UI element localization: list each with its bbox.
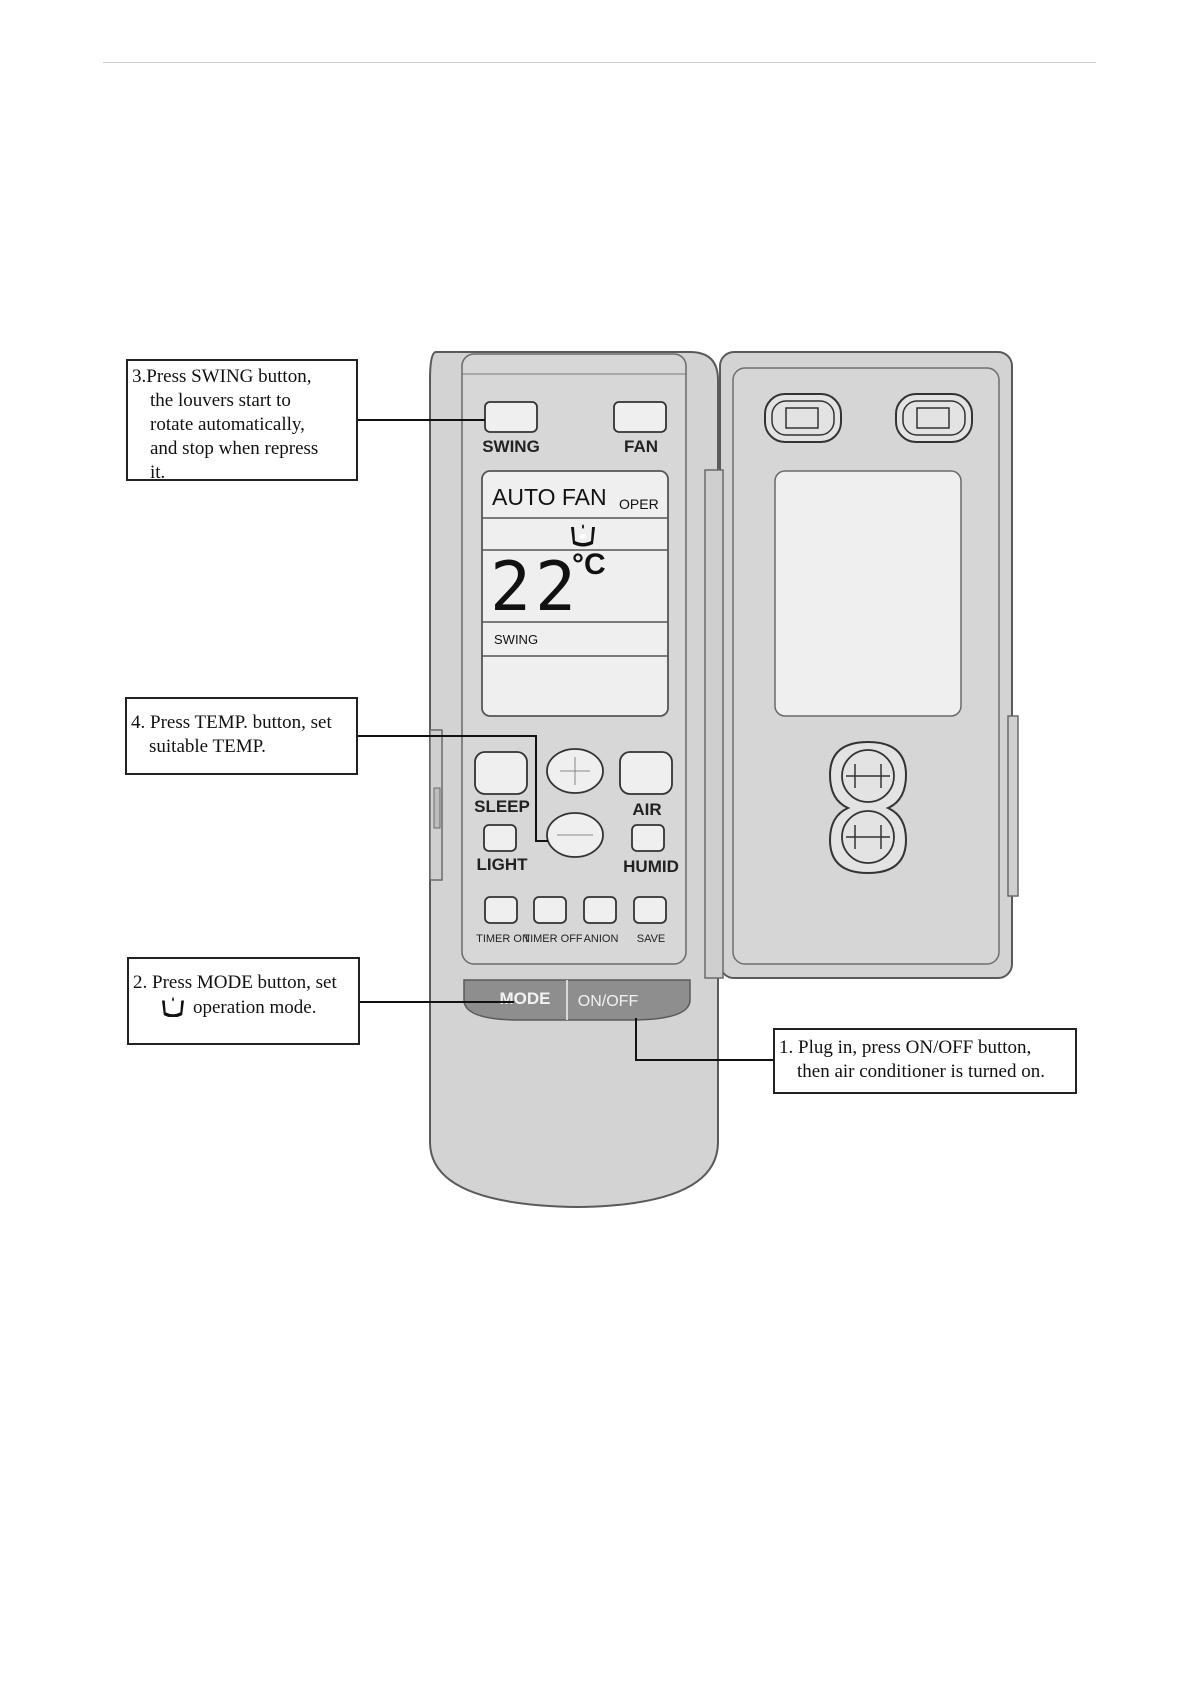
sleep-button[interactable]	[474, 751, 528, 795]
humid-button[interactable]	[631, 824, 665, 852]
mode-onoff-bar	[463, 979, 691, 1021]
lcd-temperature: 22	[490, 548, 580, 627]
on-off-button-label: ON/OFF	[578, 993, 639, 1010]
callout-mode-line-1: 2. Press MODE button, set	[133, 972, 337, 993]
callout-swing-line-1: 3.Press SWING button,	[132, 366, 312, 387]
fan-button-label: FAN	[624, 437, 658, 456]
lcd-oper: OPER	[619, 496, 659, 512]
lcd-fan-mode: AUTO FAN	[492, 484, 607, 510]
light-button[interactable]	[483, 824, 517, 852]
leader-temp	[357, 735, 548, 842]
callout-swing: 3.Press SWING button, the louvers start …	[126, 359, 358, 483]
timer-off-label: TIMER OFF	[523, 933, 583, 945]
hinge-hook-right	[895, 393, 973, 443]
sleep-button-label: SLEEP	[474, 797, 530, 816]
callout-onoff-line-1: 1. Plug in, press ON/OFF button,	[779, 1037, 1032, 1058]
lcd-swing: SWING	[494, 632, 538, 647]
swing-button[interactable]	[484, 401, 538, 433]
callout-onoff-line-2: then air conditioner is turned on.	[797, 1061, 1045, 1082]
humid-button-label: HUMID	[623, 857, 679, 876]
battery-clip	[828, 740, 908, 875]
anion-label: ANION	[584, 933, 619, 945]
callout-onoff: 1. Plug in, press ON/OFF button, then ai…	[773, 1028, 1077, 1094]
mode-button-label: MODE	[500, 989, 551, 1008]
lcd-display	[481, 470, 669, 717]
callout-swing-line-3: rotate automatically,	[150, 414, 305, 435]
leader-onoff	[635, 1018, 773, 1061]
callout-swing-line-4: and stop when repress	[150, 438, 319, 459]
air-button[interactable]	[619, 751, 673, 795]
light-button-label: LIGHT	[477, 855, 529, 874]
swing-button-label: SWING	[482, 437, 540, 456]
cover-window	[774, 470, 962, 717]
air-button-label: AIR	[632, 800, 661, 819]
lcd-unit: °C	[572, 548, 606, 581]
save-label: SAVE	[637, 933, 666, 945]
callout-temp-line-1: 4. Press TEMP. button, set	[131, 712, 332, 733]
callout-mode-line-2-text: operation mode.	[193, 997, 317, 1018]
callout-mode-line-2: operation mode.	[133, 995, 352, 1020]
callout-swing-line-2: the louvers start to	[150, 390, 291, 411]
fan-button[interactable]	[613, 401, 667, 433]
dry-mode-icon	[571, 524, 595, 547]
hinge-hook-left	[764, 393, 842, 443]
callout-temp-line-2: suitable TEMP.	[149, 736, 266, 757]
anion-button[interactable]	[583, 896, 617, 924]
callout-mode: 2. Press MODE button, set operation mode…	[127, 957, 360, 1045]
timer-on-label: TIMER ON	[476, 933, 530, 945]
top-rule	[103, 62, 1096, 63]
timer-on-button[interactable]	[484, 896, 518, 924]
callout-swing-line-5: it.	[150, 462, 166, 483]
timer-off-button[interactable]	[533, 896, 567, 924]
callout-temp: 4. Press TEMP. button, set suitable TEMP…	[125, 697, 358, 775]
save-button[interactable]	[633, 896, 667, 924]
dry-mode-icon	[162, 996, 184, 1017]
